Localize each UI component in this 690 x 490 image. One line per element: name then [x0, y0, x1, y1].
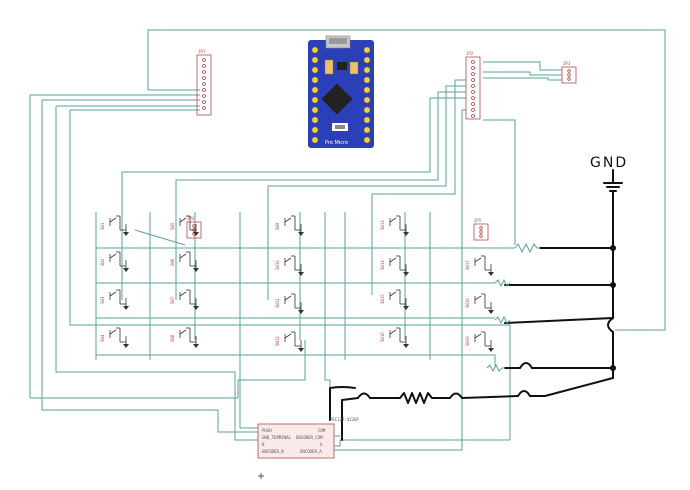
switch-label: SW19: [465, 336, 470, 346]
switch-label: SW7: [170, 296, 175, 304]
ground-label: GND: [590, 155, 628, 171]
encoder-pin-right-3: A: [320, 442, 323, 447]
connector-jp1-label: JP1: [198, 49, 206, 54]
switch: SW19: [465, 331, 494, 352]
switch-label: SW2: [100, 258, 105, 266]
switch-label: SW3: [100, 296, 105, 304]
switch: SW5: [170, 215, 199, 236]
pro-micro-board: Pro Micro: [308, 35, 374, 148]
encoder-pin-left-4: ENCODER_B: [262, 449, 284, 454]
switch: SW7: [170, 289, 199, 310]
switch-label: SW9: [275, 222, 280, 230]
encoder-pin-right-2: ENCODER_COM: [296, 435, 323, 440]
switch-label: SW6: [170, 258, 175, 266]
encoder-part-number: PEC12R-4220F: [330, 417, 359, 422]
switch-label: SW16: [380, 332, 385, 342]
switch: SW6: [170, 251, 199, 272]
switch-label: SW8: [170, 334, 175, 342]
encoder-pin-left-2: GND_TERMINAL: [262, 435, 291, 440]
switch: SW10: [275, 255, 304, 276]
switch-label: SW18: [465, 298, 470, 308]
board-silk-label: Pro Micro: [325, 140, 348, 146]
encoder-pin-left-1: PUSH: [262, 428, 272, 433]
switch-label: SW11: [275, 298, 280, 308]
rotary-encoder: PEC12R-4220F PUSH GND_TERMINAL B ENCODER…: [239, 417, 359, 479]
switch: SW1: [100, 215, 129, 236]
switch-label: SW10: [275, 260, 280, 270]
switch: SW8: [170, 327, 199, 348]
switch: SW15: [380, 289, 409, 310]
switch: SW18: [465, 293, 494, 314]
switch-label: SW15: [380, 294, 385, 304]
right-wires: [121, 61, 562, 451]
switch-label: SW4: [100, 334, 105, 342]
ground-bus: GND: [329, 155, 628, 441]
switch-label: SW12: [275, 336, 280, 346]
frame-wires: [29, 29, 666, 441]
switch: SW13: [380, 215, 409, 236]
switch: SW12: [275, 331, 304, 352]
connector-jp3-label: JP3: [563, 61, 571, 66]
switch: SW14: [380, 255, 409, 276]
switch-label: SW17: [465, 260, 470, 270]
switch: SW17: [465, 255, 494, 276]
encoder-pin-left-3: B: [262, 442, 265, 447]
row-resistors: [486, 242, 540, 373]
connector-jp1: JP1: [196, 49, 212, 116]
connector-jp2-label: JP2: [466, 51, 474, 56]
connector-jp2: JP2: [465, 51, 481, 120]
switch: SW11: [275, 293, 304, 314]
connector-jp4-label: JP4: [187, 216, 195, 221]
encoder-pin-right-1: COM: [318, 428, 326, 433]
connector-jp4: JP4: [186, 216, 202, 239]
encoder-pin-right-4: ENCODER_A: [300, 449, 322, 454]
switch: SW2: [100, 251, 129, 272]
switch: SW3: [100, 289, 129, 310]
switch-label: SW14: [380, 260, 385, 270]
switch-label: SW5: [170, 222, 175, 230]
connector-jp3: JP3: [561, 61, 577, 84]
matrix-rows: [95, 212, 515, 425]
connector-jp5-label: JP5: [474, 218, 482, 223]
switch-label: SW13: [380, 220, 385, 230]
switch: SW4: [100, 327, 129, 348]
connector-jp5: JP5: [473, 218, 489, 241]
switch-label: SW1: [100, 222, 105, 230]
switch: SW16: [380, 327, 409, 348]
switch: SW9: [275, 215, 304, 236]
